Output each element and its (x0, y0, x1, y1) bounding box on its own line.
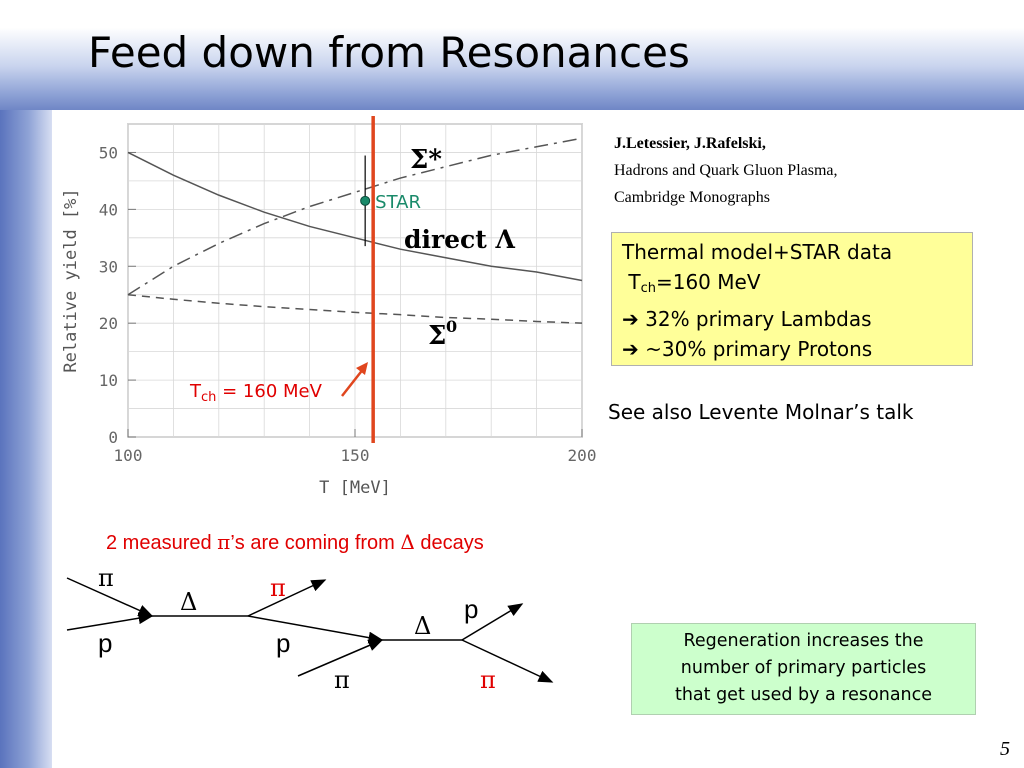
tch-arrow-head (356, 362, 368, 375)
pi-in2-line (297, 639, 384, 677)
delta2-label: Δ (414, 612, 431, 640)
arrow-icon: ➔ (622, 307, 639, 331)
y-tick-label: 20 (99, 314, 118, 333)
page-number: 5 (1000, 738, 1010, 760)
reference-publisher: Cambridge Monographs (614, 189, 770, 206)
side-bar (0, 110, 52, 768)
regeneration-box: Regeneration increases the number of pri… (631, 623, 976, 715)
sigma0-label: Σ (428, 321, 446, 351)
y-tick-label: 30 (99, 257, 118, 276)
thermal-line-4: ➔ ~30% primary Protons (622, 334, 962, 364)
p-mid-line (247, 615, 384, 644)
reference-book: Hadrons and Quark Gluon Plasma, (614, 162, 838, 179)
p-out2-line (461, 603, 524, 641)
x-tick-label: 150 (341, 446, 370, 465)
y-tick-label: 40 (99, 200, 118, 219)
y-tick-label: 50 (99, 143, 118, 162)
pi-in2-label: π (334, 666, 350, 694)
reference: J.Letessier, J.Rafelski, Hadrons and Qua… (614, 130, 838, 211)
thermal-line-3: ➔ 32% primary Lambdas (622, 304, 962, 334)
series-line-Σ0 (127, 293, 583, 324)
p-in-label: p (98, 628, 112, 658)
protons-text: ~30% primary Protons (645, 337, 873, 361)
thermal-line-1: Thermal model+STAR data (622, 240, 893, 264)
p-out2-label: p (464, 594, 478, 624)
delta-symbol: Δ (400, 530, 415, 554)
regeneration-line-1: Regeneration increases the (683, 631, 924, 651)
pi-symbol: π (217, 530, 231, 554)
tch-arrow-line (341, 367, 365, 397)
arrow-icon: ➔ (622, 337, 639, 361)
sigma0-superscript: 0 (446, 317, 457, 336)
title-bar (0, 0, 1024, 110)
slide-title: Feed down from Resonances (88, 28, 690, 77)
regeneration-line-2: number of primary particles (680, 658, 927, 678)
series-line-Σ* (127, 137, 583, 296)
measured-pre: 2 measured (106, 532, 218, 554)
star-label: STAR (375, 192, 421, 213)
tch-label: Tch = 160 MeV (189, 381, 323, 405)
pi-out2-label: π (480, 666, 496, 694)
yield-chart: 0 10 20 30 40 50 100 150 200 T [MeV] Relative yiel… (61, 116, 596, 498)
measured-pions-text: 2 measured π’s are coming from Δ decays (106, 530, 484, 555)
thermal-model-box: Thermal model+STAR data Tch=160 MeV ➔ 32… (611, 232, 973, 366)
chart-root: 0 10 20 30 40 50 100 150 200 T [MeV] Relative yiel… (61, 116, 596, 498)
measured-post: decays (414, 532, 484, 554)
t-subscript: ch (640, 281, 656, 296)
p-in-line (66, 612, 154, 631)
pi-out1-line (247, 579, 327, 617)
p-mid-label: p (276, 628, 290, 658)
pi-in-label: π (98, 564, 114, 592)
pi-out2-line (461, 639, 554, 683)
regeneration-line-3: that get used by a resonance (674, 685, 933, 705)
t-symbol: T (628, 270, 641, 294)
x-axis-label: T [MeV] (319, 478, 391, 498)
thermal-line-2: Tch=160 MeV (622, 267, 962, 304)
y-axis-label: Relative yield [%] (61, 188, 81, 372)
lambdas-text: 32% primary Lambdas (645, 307, 872, 331)
pi-out1-label: π (270, 574, 286, 602)
reference-authors: J.Letessier, J.Rafelski, (614, 135, 766, 152)
see-also-text: See also Levente Molnar’s talk (608, 400, 914, 424)
pi-in-line (66, 577, 154, 617)
decay-diagram: π p Δ π p π Δ p π (66, 564, 554, 694)
x-tick-label: 200 (568, 446, 597, 465)
y-tick-label: 0 (108, 428, 118, 447)
series-line-direct Λ (127, 151, 583, 282)
direct-lambda-label: direct Λ (404, 225, 516, 254)
x-tick-label: 100 (114, 446, 143, 465)
star-data-point (360, 195, 371, 206)
y-tick-label: 10 (99, 371, 118, 390)
delta1-label: Δ (180, 588, 197, 616)
measured-mid: ’s are coming from (230, 532, 401, 554)
t-value: =160 MeV (655, 270, 761, 294)
sigma-star-label: Σ* (410, 145, 442, 175)
